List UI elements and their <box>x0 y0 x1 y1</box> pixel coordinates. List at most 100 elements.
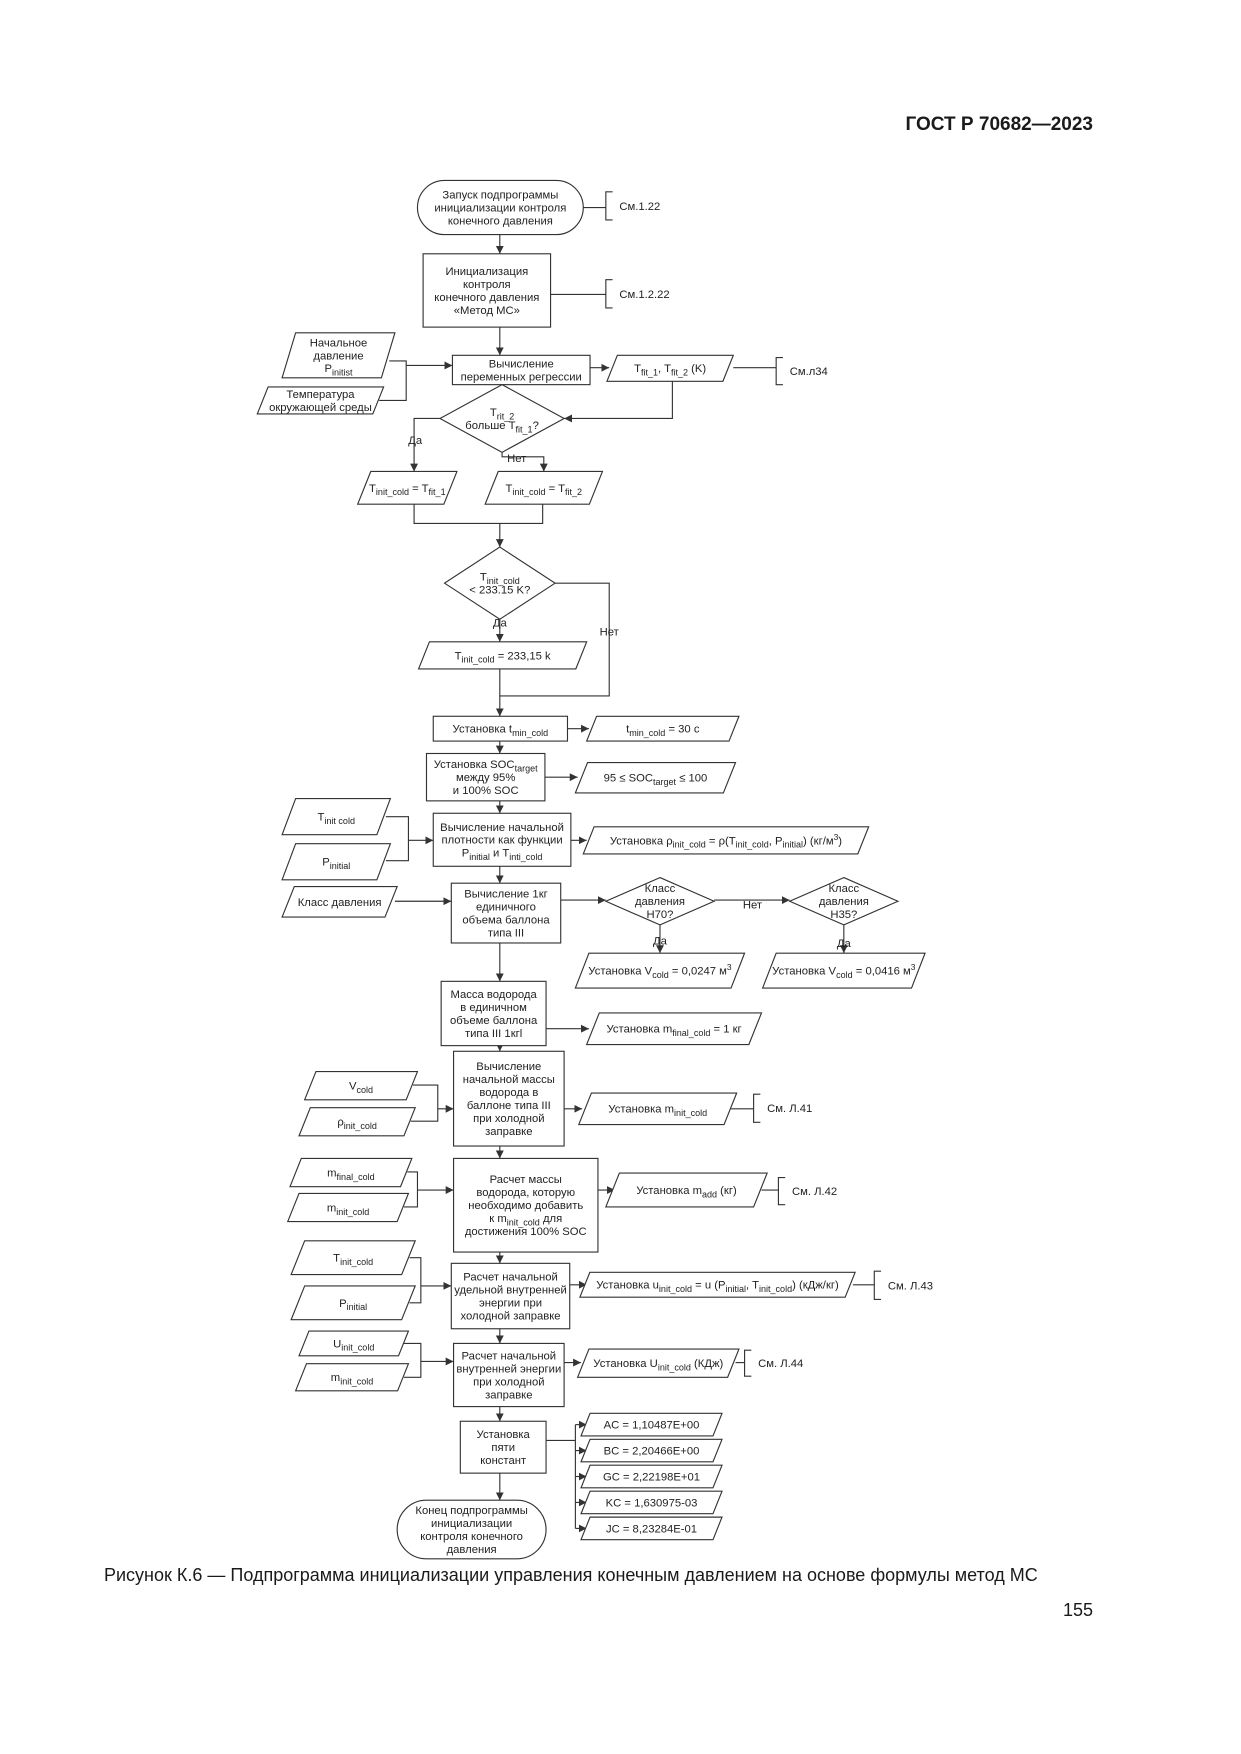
text-segment: ) <box>838 835 842 847</box>
node-text-line: при холодной <box>473 1376 544 1388</box>
text-segment: T <box>369 483 376 495</box>
data-shape <box>290 1240 417 1276</box>
text-segment: P <box>462 848 470 860</box>
yes-label: Да <box>493 618 508 630</box>
no-label: Нет <box>507 453 526 465</box>
constant-bc: BC = 2,20466E+00 <box>580 1438 723 1463</box>
text-segment: Установка V <box>588 966 652 978</box>
data-shape <box>580 1412 723 1437</box>
node-text-line: Н35? <box>830 909 857 921</box>
text-segment: для <box>540 1213 562 1225</box>
text-segment: (кг) <box>717 1185 737 1197</box>
node-text-line: Да <box>653 936 668 948</box>
document-number: ГОСТ Р 70682—2023 <box>905 114 1094 135</box>
data-shape <box>585 1012 763 1046</box>
data-shape <box>585 715 740 742</box>
process-shape <box>440 980 547 1047</box>
decision-shape <box>604 876 716 926</box>
reference-note: См.1.22 <box>605 191 660 221</box>
node-text-line: BC = 2,20466E+00 <box>604 1446 700 1458</box>
node-text-line: удельной внутренней <box>454 1285 567 1297</box>
constant-kc: KC = 1,630975-03 <box>580 1490 723 1515</box>
node-text-line: баллоне типа III <box>467 1100 551 1112</box>
node-text-line: Да <box>408 435 423 447</box>
node-text-line: больше Tfit_1? <box>465 420 539 434</box>
node-text-line: < 233.15 K? <box>469 585 530 597</box>
input-minit: minit_cold <box>294 1363 410 1392</box>
bracket-icon <box>777 1177 786 1206</box>
connector-line <box>403 1171 419 1208</box>
data-shape <box>281 886 398 918</box>
data-shape <box>356 470 458 505</box>
text-segment: = 0,0247 м <box>669 966 727 978</box>
node-text-line: типа III <box>488 928 524 940</box>
node-text-line: Класс <box>645 883 676 895</box>
bracket-icon <box>753 1093 761 1123</box>
data-shape <box>574 761 737 794</box>
node-text-line: Вычисление начальной <box>440 822 564 834</box>
subscript: init_cold <box>341 1343 374 1353</box>
subscript: initial <box>726 1284 747 1294</box>
node-text-line: инициализации <box>431 1518 512 1530</box>
text-segment: (K) <box>688 363 706 375</box>
node-text-line: Нет <box>743 900 762 912</box>
node-text-line: давления <box>819 896 869 908</box>
connector-line <box>499 582 610 697</box>
data-shape <box>605 1172 768 1208</box>
text-segment: Установка U <box>593 1358 658 1370</box>
node-text-line: типа III 1кгl <box>465 1028 522 1040</box>
node-text-line: Tinit_cold = Tfit_1 <box>369 483 446 497</box>
superscript: 3 <box>834 832 839 842</box>
node-text-line: переменных регрессии <box>461 371 582 383</box>
node-text-line: Нет <box>507 453 526 465</box>
input-minit: minit_cold <box>286 1192 410 1223</box>
node-text-line: Tinit_cold <box>480 572 520 586</box>
text-segment: , P <box>769 835 783 847</box>
text-segment: = 0,0416 м <box>853 966 911 978</box>
text-segment: , T <box>658 363 671 375</box>
subscript: initial <box>782 840 803 850</box>
data-shape <box>281 332 396 379</box>
io-tinit-233: Tinit_cold = 233,15 k <box>417 641 588 670</box>
text-segment: m <box>327 1167 336 1179</box>
text-segment: Установка SOC <box>434 759 515 771</box>
node-text-line: между 95% <box>456 772 515 784</box>
node-text-line: водорода, которую <box>476 1187 575 1199</box>
node-text-line: Да <box>837 938 852 950</box>
text-segment: T <box>455 650 462 662</box>
node-text-line: контроля <box>463 279 511 291</box>
node-text-line: JC = 8,23284E-01 <box>606 1523 697 1535</box>
text-segment: ) (кг/м <box>803 835 834 847</box>
node-text-line: Нет <box>600 627 619 639</box>
data-shape <box>580 1490 723 1515</box>
node-text-line: давления <box>447 1544 497 1556</box>
text-segment: ≤ 100 <box>676 773 707 785</box>
node-text-line: Tfit_1, Tfit_2 (K) <box>634 363 706 377</box>
node-text-line: Вычисление <box>476 1061 541 1073</box>
subscript: cold <box>652 970 669 980</box>
io-Uinit: Установка Uinit_cold (КДж) <box>576 1348 740 1378</box>
node-text-line: Pinitial <box>322 857 350 871</box>
input-tinit-cold: Tinit_cold <box>290 1240 417 1276</box>
process-box-tmin: Установка tmin_cold <box>432 715 569 742</box>
node-text-line: См.1.22 <box>619 201 660 213</box>
decision-shape <box>438 383 566 453</box>
text-segment: = 233,15 k <box>495 650 551 662</box>
node-text-line: объеме баллона <box>450 1015 538 1027</box>
subscript: init_cold <box>340 1377 373 1387</box>
connector-line <box>403 1342 422 1378</box>
node-text-line: энергии при <box>479 1297 542 1309</box>
node-text-line: давление <box>313 350 363 362</box>
connector-line <box>385 816 410 862</box>
decision-shape <box>788 876 900 926</box>
text-segment: Установка ρ <box>610 835 673 847</box>
node-text-line: Установка ρinit_cold = ρ(Tinit_cold, Pin… <box>610 832 842 850</box>
process-shape <box>450 1262 571 1330</box>
input-pinitial: Pinitial <box>281 843 392 881</box>
data-shape <box>281 798 392 836</box>
subscript: init_cold <box>340 1257 373 1267</box>
subscript: inti_cold <box>509 852 542 862</box>
data-shape <box>579 1271 856 1298</box>
